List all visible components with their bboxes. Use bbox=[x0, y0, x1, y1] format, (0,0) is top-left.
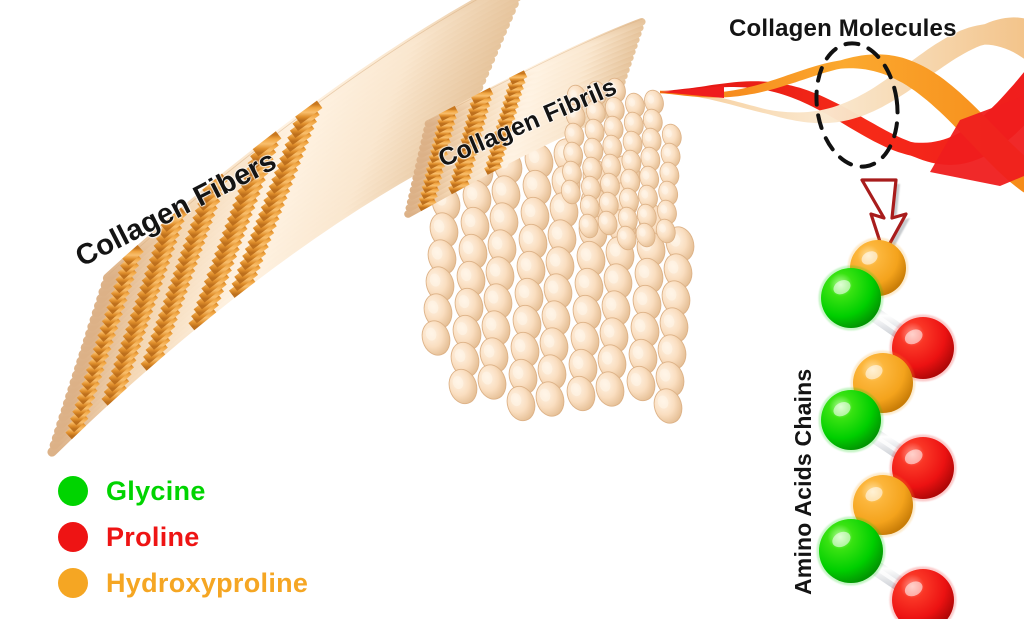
proline-circle-icon bbox=[58, 522, 88, 552]
legend-item-hydroxyproline: Hydroxyproline bbox=[58, 560, 388, 606]
legend: Glycine Proline Hydroxyproline bbox=[58, 468, 388, 606]
collagen-fibril-bundle bbox=[404, 17, 682, 251]
zoom-in-arrow-icon bbox=[860, 178, 910, 258]
amino-acid-chain bbox=[816, 237, 957, 619]
residue-glycine bbox=[816, 516, 886, 586]
label-amino-acids-chains: Amino Acids Chains bbox=[790, 368, 816, 595]
legend-item-glycine: Glycine bbox=[58, 468, 388, 514]
hydroxyproline-circle-icon bbox=[58, 568, 88, 598]
glycine-circle-icon bbox=[58, 476, 88, 506]
legend-item-proline: Proline bbox=[58, 514, 388, 560]
residue-glycine bbox=[818, 265, 884, 331]
fiber-side-rods bbox=[47, 0, 521, 457]
legend-label-hydroxyproline: Hydroxyproline bbox=[106, 567, 309, 598]
fiber-cut-face bbox=[421, 121, 695, 424]
collagen-fiber-bundle bbox=[47, 0, 695, 457]
residue-glycine bbox=[818, 387, 884, 453]
legend-label-glycine: Glycine bbox=[106, 475, 206, 506]
collagen-triple-helix bbox=[660, 17, 1024, 193]
collagen-molecule-highlight-ellipse bbox=[814, 41, 900, 169]
legend-label-proline: Proline bbox=[106, 521, 200, 552]
label-collagen-molecules: Collagen Molecules bbox=[729, 15, 957, 42]
residue-proline bbox=[889, 566, 957, 619]
